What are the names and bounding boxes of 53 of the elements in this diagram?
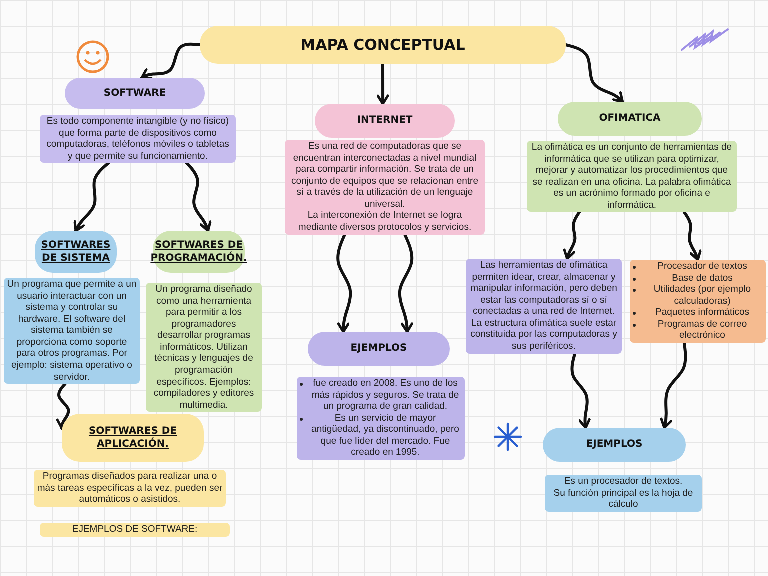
title-pill	[200, 26, 566, 64]
description-text: Es una red de computadoras que se encuentran interconectadas a nivel mundial para compartir información. Se trata de un conjunto de equipos que se relacionan entre sí a través de la utilización de un lenguaje universal.	[290, 141, 480, 210]
description-text: Un programa que permite a un usuario interactuar con un sistema y controlar su hardware. El software del sistema también se proporciona como soporte para otros programas. Por ejemplo: sistema operativo o servidor.	[7, 279, 137, 384]
description-text: Es todo componente intangible (y no físico) que forma parte de dispositivos como computadoras, teléfonos móviles o tabletas y que permite su funcionamiento.	[46, 116, 230, 162]
list-item: fue creado en 2008. Es uno de los más rápidos y seguros. Se trata de un programa de gran calidad.	[310, 378, 460, 413]
curly-arrow	[376, 62, 390, 106]
curly-arrow	[56, 382, 70, 430]
heading-text: EJEMPLOS	[350, 342, 408, 356]
heading-text: SOFTWARE	[104, 86, 166, 100]
list-item: Procesador de textos	[656, 261, 748, 273]
description-text: Es un procesador de textos.	[563, 476, 684, 488]
curly-arrow	[683, 210, 702, 262]
text-box	[545, 475, 702, 512]
text-box	[285, 140, 485, 235]
heading-pill	[543, 428, 686, 462]
list-item: Utilidades (por ejemplo calculadoras)	[652, 284, 752, 308]
list-item: Paquetes informáticos	[654, 307, 750, 319]
curly-arrow	[186, 162, 212, 232]
heading-pill	[153, 231, 245, 273]
curly-arrow	[563, 210, 581, 260]
description-text: Las herramientas de ofimática permiten idear, crear, almacenar y manipular información, pero deben estar las computadoras sí o sí conectadas a una red de Internet. La estructura ofimática suele estar constituida por las computadoras y sus periféricos.	[470, 260, 618, 353]
curly-arrow	[336, 233, 352, 334]
list-box	[297, 377, 465, 460]
curly-arrow	[140, 42, 202, 80]
curly-arrow	[660, 342, 688, 430]
description-text: Su función principal es la hoja de cálculo	[552, 488, 694, 511]
curly-arrow	[564, 44, 624, 104]
heading-text: INTERNET	[357, 114, 413, 128]
description-text: La interconexión de Internet se logra mediante diversos protocolos y servicios.	[297, 210, 473, 234]
list-item: Programas de correo electrónico	[656, 318, 748, 342]
heading-text: EJEMPLOS	[586, 438, 643, 452]
description-text: EJEMPLOS DE SOFTWARE:	[71, 524, 199, 536]
curly-arrow	[398, 233, 414, 334]
heading-pill	[315, 104, 455, 138]
list-item: Es un servicio de mayor antigüedad, ya discontinuado, pero que fue líder del mercado. Fue creado en 1995.	[310, 412, 460, 460]
description-text: Programas diseñados para realizar una o más tareas específicas a la vez, pueden ser automáticos o asistidos.	[37, 471, 223, 506]
heading-text: OFIMATICA	[599, 112, 661, 126]
heading-pill	[65, 78, 205, 109]
list-item: Base de datos	[671, 272, 734, 284]
heading-pill	[35, 231, 117, 273]
heading-text: SOFTWARES DE SISTEMA	[40, 238, 112, 266]
list-box	[630, 260, 766, 344]
heading-pill	[308, 332, 450, 366]
description-text: Un programa diseñado como una herramienta para permitir a los programadores desarrollar programas informáticos. Utilizan técnicas y lenguajes de programación específicos. Ejemplos: compiladores y editores multimedia.	[152, 284, 256, 412]
heading-text: SOFTWARES DE APLICACIÓN.	[88, 424, 178, 452]
curly-arrow	[570, 352, 591, 430]
heading-pill	[62, 414, 204, 462]
heading-text: SOFTWARES DE PROGRAMACIÓN.	[150, 238, 248, 266]
text-box	[40, 523, 230, 537]
title-text: MAPA CONCEPTUAL	[300, 34, 466, 56]
description-text: La ofimática es un conjunto de herramientas de informática que se utilizan para optimizar, mejorar y automatizar los procedimientos que se realizan en una oficina. La palabra ofimática es un acrónimo formado por oficina e informática.	[530, 142, 734, 212]
curly-arrow	[74, 162, 110, 232]
heading-pill	[558, 102, 702, 136]
